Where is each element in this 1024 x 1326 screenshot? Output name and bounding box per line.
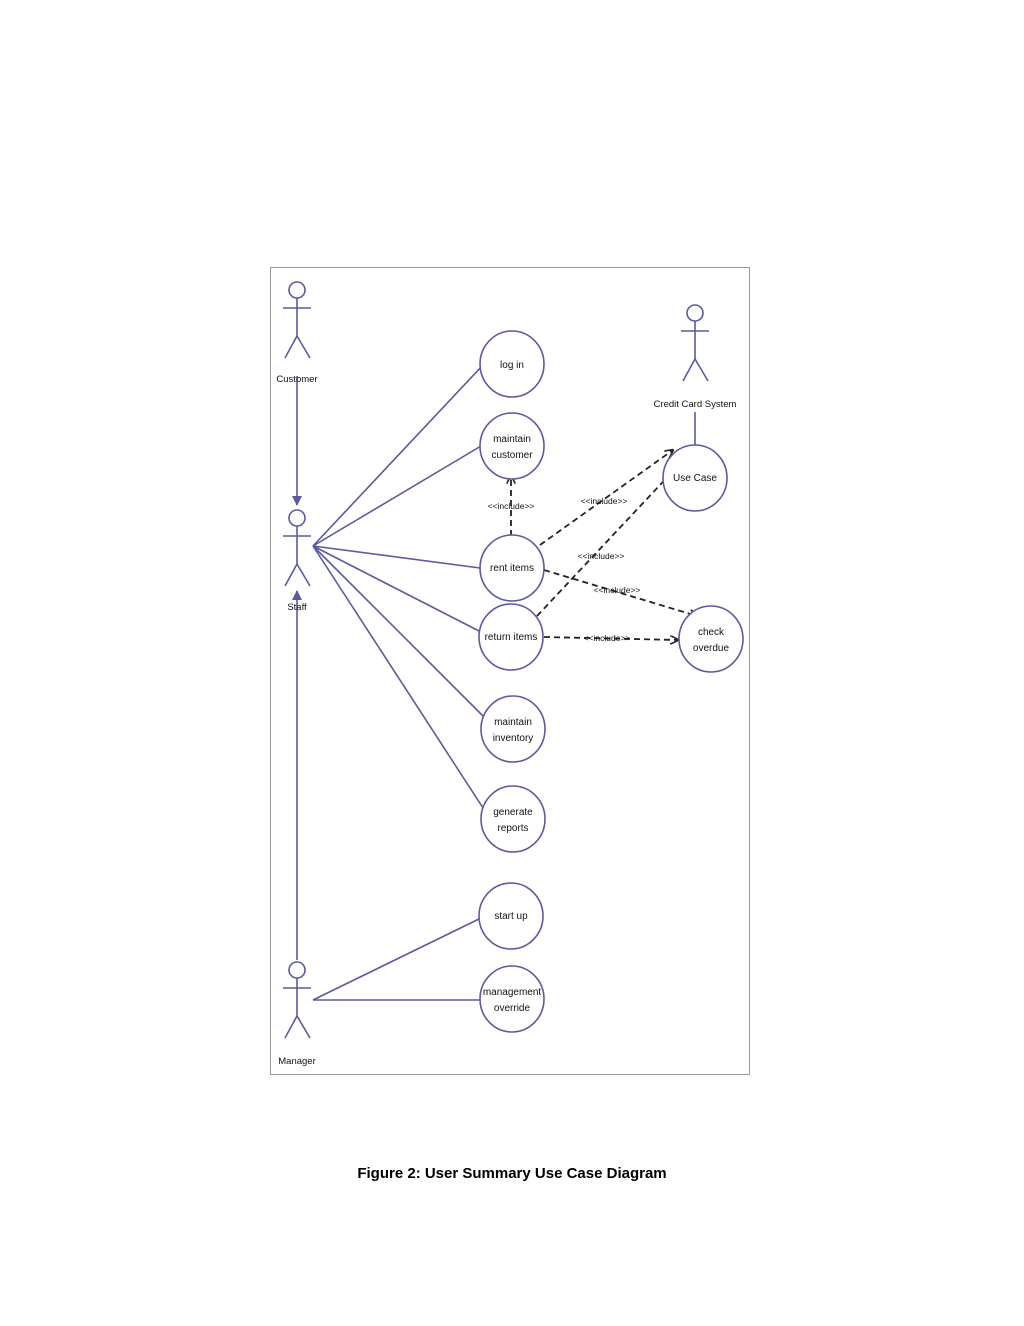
diagram-frame: <<include>> <<include>> <<include>> <<in… bbox=[270, 267, 750, 1075]
credit-card-system-label: Credit Card System bbox=[654, 399, 737, 410]
use-case-rent-items bbox=[479, 534, 545, 602]
manager-start-up-association bbox=[312, 917, 482, 1001]
use-case-maintain-inventory bbox=[480, 695, 546, 763]
figure-caption: Figure 2: User Summary Use Case Diagram bbox=[357, 1165, 667, 1182]
include-rent-check-overdue bbox=[543, 569, 697, 616]
rent-items-label: rent items bbox=[490, 563, 534, 574]
staff-rent-items-association bbox=[312, 545, 481, 569]
staff-login-association bbox=[312, 364, 484, 547]
maintain-inventory-label-1: maintain bbox=[494, 717, 532, 728]
use-case-start-up bbox=[478, 882, 544, 950]
maintain-customer-label-2: customer bbox=[491, 450, 533, 461]
staff-actor bbox=[283, 509, 311, 587]
return-items-label: return items bbox=[485, 632, 538, 643]
include-label-return-check: <<include>> bbox=[584, 633, 631, 643]
staff-maintain-customer-association bbox=[312, 445, 482, 547]
manager-actor-label: Manager bbox=[278, 1056, 316, 1067]
generate-reports-label-1: generate bbox=[493, 807, 533, 818]
log-in-label: log in bbox=[500, 360, 524, 371]
include-label-rent-maintain: <<include>> bbox=[488, 501, 535, 511]
management-override-label-1: management bbox=[483, 987, 542, 998]
check-overdue-label-1: check bbox=[698, 627, 725, 638]
staff-maintain-inventory-association bbox=[312, 545, 484, 717]
include-return-usecase bbox=[536, 469, 675, 617]
use-case-management-override bbox=[479, 965, 545, 1033]
staff-return-items-association bbox=[312, 545, 480, 632]
use-case-log-in bbox=[479, 330, 545, 398]
staff-generate-reports-association bbox=[312, 545, 486, 812]
customer-actor bbox=[283, 281, 311, 359]
use-case-maintain-customer bbox=[479, 412, 545, 480]
use-case-return-items bbox=[478, 603, 544, 671]
use-case-diagram: <<include>> <<include>> <<include>> <<in… bbox=[276, 281, 744, 1067]
include-label-rent-check: <<include>> bbox=[594, 585, 641, 595]
use-case-generate-reports bbox=[480, 785, 546, 853]
use-case-generic bbox=[662, 444, 728, 512]
include-label-rent-usecase: <<include>> bbox=[581, 496, 628, 506]
start-up-label: start up bbox=[494, 911, 528, 922]
check-overdue-label-2: overdue bbox=[693, 643, 730, 654]
staff-actor-label: Staff bbox=[287, 602, 307, 613]
include-label-return-usecase: <<include>> bbox=[578, 551, 625, 561]
include-rent-usecase bbox=[539, 450, 673, 546]
generate-reports-label-2: reports bbox=[497, 823, 528, 834]
maintain-inventory-label-2: inventory bbox=[493, 733, 534, 744]
management-override-label-2: override bbox=[494, 1003, 531, 1014]
use-case-label: Use Case bbox=[673, 473, 717, 484]
credit-card-system-actor bbox=[681, 304, 709, 382]
customer-actor-label: Customer bbox=[276, 374, 317, 385]
maintain-customer-label-1: maintain bbox=[493, 434, 531, 445]
include-return-check-overdue bbox=[543, 637, 678, 640]
use-case-check-overdue bbox=[678, 605, 744, 673]
manager-actor bbox=[283, 961, 311, 1039]
